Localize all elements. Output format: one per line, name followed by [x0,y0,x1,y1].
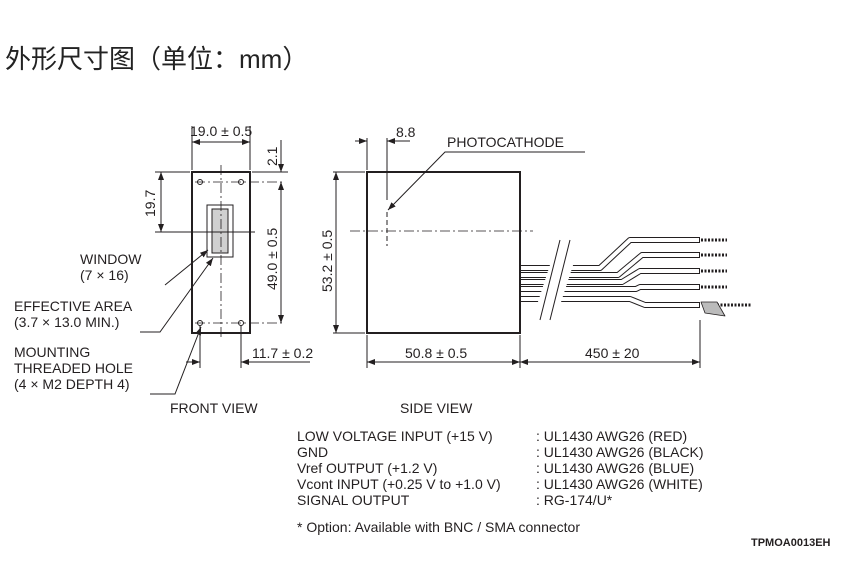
dim-height-label: 53.2 ± 0.5 [319,230,335,292]
dim-photocathode-label: 8.8 [396,124,416,140]
wiring-cable: : RG-174/U* [536,492,613,508]
wiring-signal: GND [297,444,328,460]
side-view-label: SIDE VIEW [400,400,473,416]
cables [520,237,752,321]
page-title: 外形尺寸图（单位：mm） [5,44,308,74]
wiring-signal: SIGNAL OUTPUT [297,492,410,508]
wiring-signal: Vcont INPUT (+0.25 V to +1.0 V) [297,476,501,492]
wiring-table: LOW VOLTAGE INPUT (+15 V) : UL1430 AWG26… [297,428,704,508]
wiring-cable: : UL1430 AWG26 (RED) [536,428,687,444]
window-outline [206,204,234,258]
side-view: 8.8 PHOTOCATHODE 53.2 ± 0.5 50.8 ± 0.5 4… [319,124,752,416]
mounting-callout-3: (4 × M2 DEPTH 4) [14,376,130,392]
dim-top-offset-label: 2.1 [264,146,280,166]
dim-hole-pitch-v-label: 49.0 ± 0.5 [264,228,280,290]
side-body-outline [366,171,521,334]
wiring-signal: Vref OUTPUT (+1.2 V) [297,460,437,476]
effective-area [211,208,229,254]
drawing-code: TPMOA0013EH [751,537,831,549]
dim-center-label: 19.7 [142,190,158,217]
wiring-signal: LOW VOLTAGE INPUT (+15 V) [297,428,493,444]
dim-hole-pitch-h-label: 11.7 ± 0.2 [252,345,313,361]
wiring-cable: : UL1430 AWG26 (BLACK) [536,444,704,460]
mounting-callout-1: MOUNTING [14,344,90,360]
front-view: 19.0 ± 0.5 2.1 49.0 ± 0.5 19.7 11.7 ± 0.… [14,123,313,416]
wiring-cable: : UL1430 AWG26 (BLUE) [536,460,694,476]
effective-area-size-callout: (3.7 × 13.0 MIN.) [14,314,119,330]
effective-area-callout: EFFECTIVE AREA [14,298,133,314]
front-view-label: FRONT VIEW [170,400,258,416]
footnote: * Option: Available with BNC / SMA conne… [297,519,580,535]
dim-width-label: 19.0 ± 0.5 [190,123,252,139]
window-size-callout: (7 × 16) [80,267,129,283]
mounting-callout-2: THREADED HOLE [14,360,133,376]
photocathode-label: PHOTOCATHODE [447,134,564,150]
dim-cable-label: 450 ± 20 [585,345,640,361]
wiring-cable: : UL1430 AWG26 (WHITE) [536,476,703,492]
dim-length-label: 50.8 ± 0.5 [405,345,467,361]
window-callout: WINDOW [80,251,142,267]
